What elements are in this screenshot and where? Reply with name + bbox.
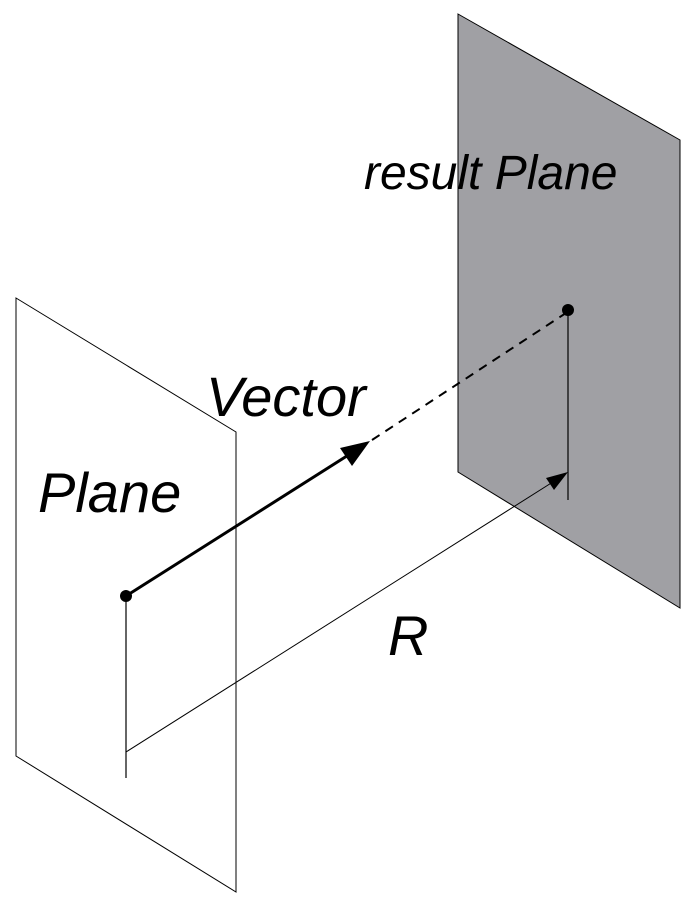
vector-dashed-line	[371, 312, 567, 441]
result-point	[562, 304, 574, 316]
source-point	[120, 590, 132, 602]
r-line	[125, 479, 557, 753]
r-arrowhead	[546, 472, 568, 490]
result-plane-label: result Plane	[364, 147, 617, 200]
r-label: R	[388, 604, 428, 667]
vector-arrowhead	[340, 441, 370, 466]
vector-line	[125, 452, 351, 598]
plane-label: Plane	[38, 461, 181, 524]
vector-label: Vector	[206, 365, 368, 428]
